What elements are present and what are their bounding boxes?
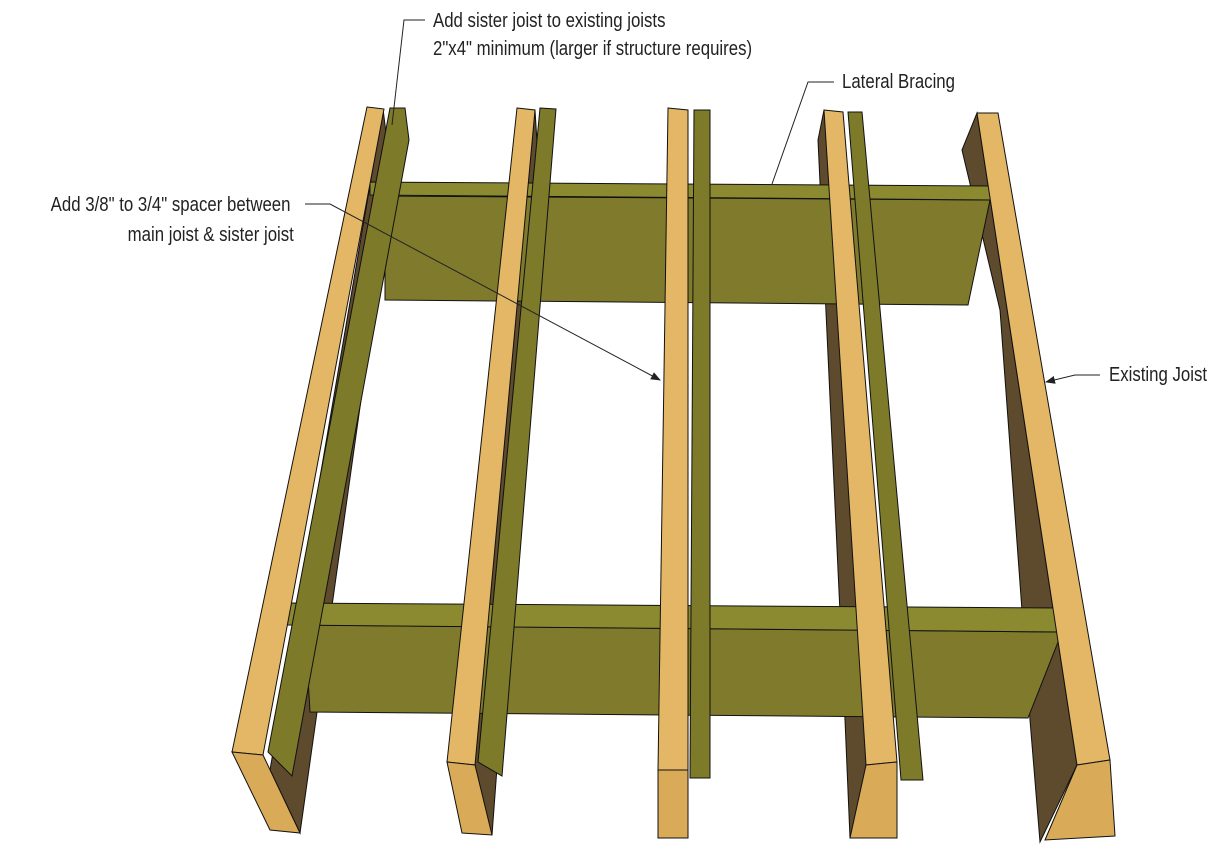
sister-joist-label-line1: Add sister joist to existing joists bbox=[433, 10, 666, 32]
joist-3-end bbox=[657, 769, 689, 839]
lateral-bracing-leader bbox=[771, 81, 834, 185]
sister-joist-4 bbox=[847, 111, 924, 781]
sister-joist-label-line2: 2"x4" minimum (larger if structure requi… bbox=[433, 38, 753, 60]
sister-joist-2 bbox=[477, 107, 557, 777]
sister-joist-3 bbox=[689, 109, 711, 779]
spacer-label-line2: main joist & sister joist bbox=[127, 224, 294, 246]
joist-2-end bbox=[446, 761, 493, 836]
joist-1-end bbox=[231, 751, 301, 834]
sister-joist-1 bbox=[267, 107, 410, 778]
joist-4-end bbox=[849, 761, 898, 839]
joist-5-end bbox=[1044, 759, 1116, 841]
sister-joist-leader bbox=[391, 19, 425, 126]
existing-joist-leader bbox=[1045, 374, 1100, 384]
spacer-label-line1: Add 3/8" to 3/4" spacer between bbox=[50, 194, 290, 216]
existing-joist-label: Existing Joist bbox=[1109, 364, 1208, 386]
lateral-bracing-label: Lateral Bracing bbox=[842, 71, 956, 93]
spacer-leader bbox=[305, 203, 661, 381]
